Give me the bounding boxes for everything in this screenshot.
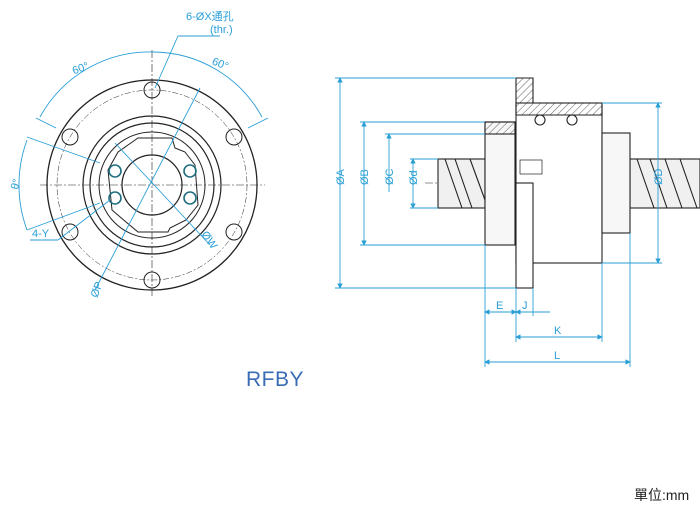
right-end-cap bbox=[601, 132, 631, 234]
dim-d: Ød bbox=[408, 170, 420, 185]
left-end-cap bbox=[484, 121, 516, 246]
holes-sub-label: (thr.) bbox=[210, 24, 233, 36]
p-label: ØP bbox=[89, 280, 106, 299]
dim-L: L bbox=[554, 350, 560, 362]
bolt-circle bbox=[56, 89, 248, 281]
side-dimensions bbox=[335, 77, 662, 367]
front-view bbox=[40, 50, 265, 298]
set-bolts bbox=[108, 164, 197, 205]
flange-outer bbox=[46, 79, 258, 291]
angle-left-label: 60° bbox=[71, 60, 91, 77]
flange bbox=[515, 182, 534, 289]
dim-E: E bbox=[496, 300, 503, 312]
front-dimensions bbox=[18, 35, 269, 291]
dim-C: ØC bbox=[384, 168, 396, 185]
dim-J: J bbox=[522, 300, 528, 312]
bolts-label: 4-Y bbox=[32, 228, 50, 240]
flange-hatched bbox=[515, 77, 603, 116]
holes-label: 6-ØX通孔 bbox=[186, 10, 234, 23]
dim-B: ØB bbox=[359, 169, 371, 185]
side-view bbox=[425, 77, 700, 289]
dim-D: ØD bbox=[653, 168, 665, 185]
angle-right-label: 60° bbox=[210, 56, 230, 73]
unit-label: 單位:mm bbox=[634, 487, 690, 503]
model-title: RFBY bbox=[246, 368, 305, 391]
screw-shaft bbox=[437, 158, 700, 209]
mounting-holes bbox=[61, 81, 243, 289]
dim-K: K bbox=[554, 325, 562, 337]
dim-A: ØA bbox=[335, 168, 347, 185]
theta-label: θ° bbox=[9, 178, 23, 191]
